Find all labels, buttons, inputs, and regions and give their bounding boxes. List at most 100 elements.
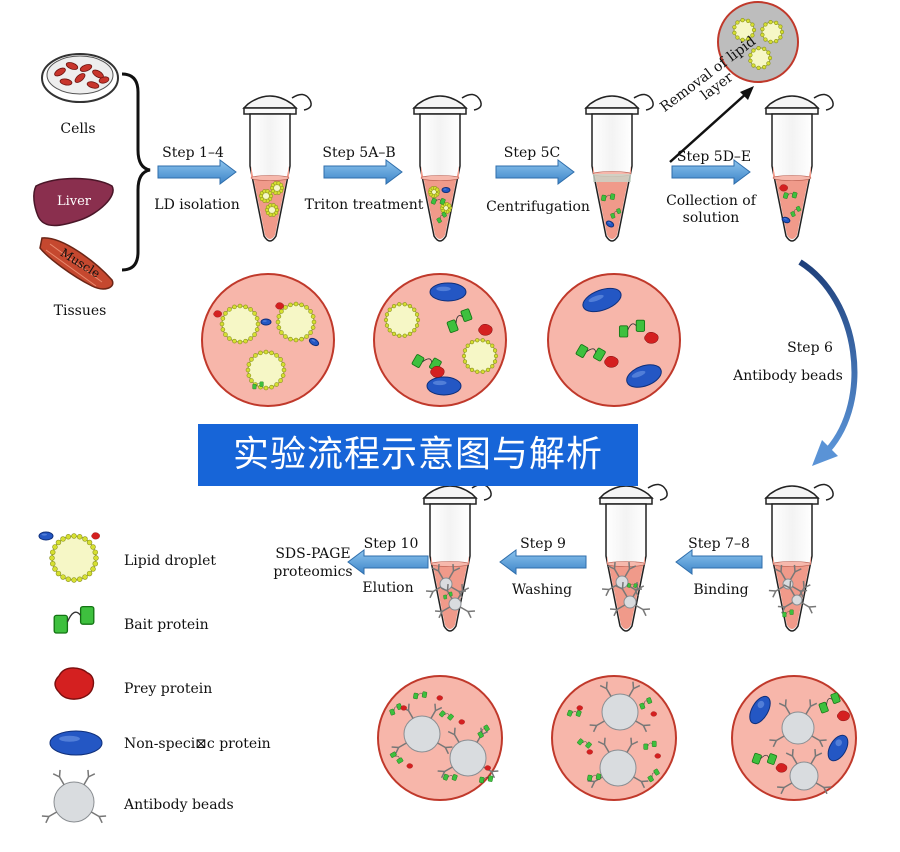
removed-lipid-droplet-icon bbox=[760, 20, 785, 44]
zoom-triton bbox=[373, 273, 507, 407]
step-5de-label: Step 5D–E bbox=[676, 149, 752, 165]
proteomics-label: proteomics bbox=[273, 564, 353, 580]
tube-bait-icon bbox=[782, 191, 798, 199]
tube-collection bbox=[764, 93, 834, 242]
zoom-bait-icon bbox=[389, 703, 403, 716]
legend-lipid-nonspecific-icon bbox=[38, 531, 54, 541]
zoom-centrifugation bbox=[547, 273, 681, 407]
zoom-prey-icon bbox=[275, 302, 284, 310]
zoom-prey-icon bbox=[576, 705, 583, 711]
zoom-bait-icon bbox=[479, 775, 494, 784]
zoom-nonspecific-icon bbox=[426, 376, 462, 396]
zoom-prey-icon bbox=[406, 763, 413, 769]
zoom-bait-icon bbox=[566, 709, 582, 717]
tube-elution bbox=[422, 483, 492, 632]
collection-label-2: solution bbox=[682, 210, 740, 226]
zoom-prey-icon bbox=[213, 310, 222, 318]
step-5ab-label: Step 5A–B bbox=[322, 145, 396, 161]
tube-washing bbox=[598, 483, 668, 632]
legend-prey-label: Prey protein bbox=[124, 681, 213, 697]
zoom-nonspecific-icon bbox=[429, 282, 467, 302]
zoom-prey-icon bbox=[436, 695, 443, 701]
sds-page-label: SDS-PAGE bbox=[275, 546, 351, 562]
tube-bait-icon bbox=[626, 583, 638, 589]
tube-prey-icon bbox=[779, 184, 788, 192]
zoom-ld-isolation bbox=[201, 273, 335, 407]
zoom-bait-icon bbox=[252, 381, 264, 390]
step-10-label: Step 10 bbox=[363, 536, 419, 552]
zoom-nonspecific-icon bbox=[582, 287, 622, 313]
tube-triton bbox=[412, 93, 482, 242]
triton-treatment-label: Triton treatment bbox=[304, 197, 424, 213]
tube-nonspecific-icon bbox=[605, 220, 615, 228]
tube-bead-icon bbox=[777, 580, 817, 614]
liver-icon bbox=[33, 177, 114, 227]
zoom-prey-icon bbox=[478, 324, 493, 336]
step-1-4-label: Step 1–4 bbox=[162, 145, 224, 161]
legend-antibody-label: Antibody beads bbox=[124, 797, 234, 813]
zoom-prey-icon bbox=[484, 765, 491, 771]
tube-bait-icon bbox=[610, 208, 622, 219]
zoom-lipid-icon bbox=[461, 338, 499, 374]
ld-isolation-label: LD isolation bbox=[154, 197, 240, 213]
zoom-bead-icon bbox=[777, 749, 831, 795]
legend-bait-protein-icon bbox=[53, 605, 95, 634]
zoom-elution bbox=[377, 675, 503, 801]
arrow-step-5ab bbox=[323, 159, 403, 185]
cells-label: Cells bbox=[60, 121, 96, 137]
zoom-prey-icon bbox=[644, 332, 659, 344]
zoom-bead-icon bbox=[589, 681, 651, 733]
zoom-washing bbox=[551, 675, 677, 801]
zoom-bait-icon bbox=[477, 724, 490, 739]
zoom-bait-icon bbox=[442, 773, 458, 781]
zoom-prey-icon bbox=[400, 705, 407, 711]
zoom-lipid-icon bbox=[383, 302, 421, 338]
tube-binding bbox=[764, 483, 834, 632]
zoom-bait-icon bbox=[751, 752, 778, 765]
collection-label-1: Collection of bbox=[666, 193, 756, 209]
zoom-prey-icon bbox=[775, 763, 788, 773]
zoom-bait-icon bbox=[577, 738, 592, 749]
zoom-nonspecific-icon bbox=[626, 364, 662, 388]
step-5c-label: Step 5C bbox=[503, 145, 561, 161]
zoom-bait-icon bbox=[647, 768, 660, 783]
cell-culture-dish-icon bbox=[41, 53, 119, 103]
arrow-step-9 bbox=[499, 549, 587, 575]
zoom-bait-icon bbox=[439, 710, 454, 721]
zoom-lipid-icon bbox=[219, 303, 261, 345]
arrow-step-5c bbox=[495, 159, 575, 185]
tube-bait-icon bbox=[430, 197, 446, 205]
tube-centrifugation bbox=[584, 93, 654, 242]
zoom-bait-icon bbox=[643, 740, 657, 750]
zoom-nonspecific-icon bbox=[260, 318, 272, 326]
tube-bead-icon bbox=[434, 583, 476, 619]
elution-label: Elution bbox=[362, 580, 414, 596]
zoom-bait-icon bbox=[446, 308, 473, 333]
zoom-prey-icon bbox=[650, 711, 657, 717]
zoom-nonspecific-icon bbox=[827, 734, 849, 762]
zoom-bait-icon bbox=[818, 692, 841, 714]
tissues-label: Tissues bbox=[53, 303, 107, 319]
sample-bracket bbox=[121, 72, 151, 272]
removed-lipid-droplet-icon bbox=[748, 46, 773, 70]
tube-bait-icon bbox=[601, 193, 616, 202]
removal-arrow bbox=[669, 86, 754, 163]
arrow-step-1-4 bbox=[157, 159, 237, 185]
zoom-bead-icon bbox=[769, 699, 827, 748]
arrow-step-5de bbox=[671, 159, 751, 185]
arrow-step-10 bbox=[347, 549, 429, 575]
legend-bait-label: Bait protein bbox=[124, 617, 209, 633]
centrifugation-label: Centrifugation bbox=[486, 199, 590, 215]
tube-bead-icon bbox=[609, 581, 651, 617]
tube-nonspecific-icon bbox=[441, 187, 451, 193]
tube-bait-icon bbox=[790, 205, 802, 217]
washing-label: Washing bbox=[511, 582, 573, 598]
zoom-binding bbox=[731, 675, 857, 801]
binding-label: Binding bbox=[693, 582, 749, 598]
liver-label: Liver bbox=[56, 194, 92, 209]
tube-nonspecific-icon bbox=[781, 216, 791, 224]
tube-bait-icon bbox=[443, 591, 453, 600]
tube-bait-icon bbox=[436, 211, 447, 224]
zoom-bait-icon bbox=[587, 773, 602, 782]
